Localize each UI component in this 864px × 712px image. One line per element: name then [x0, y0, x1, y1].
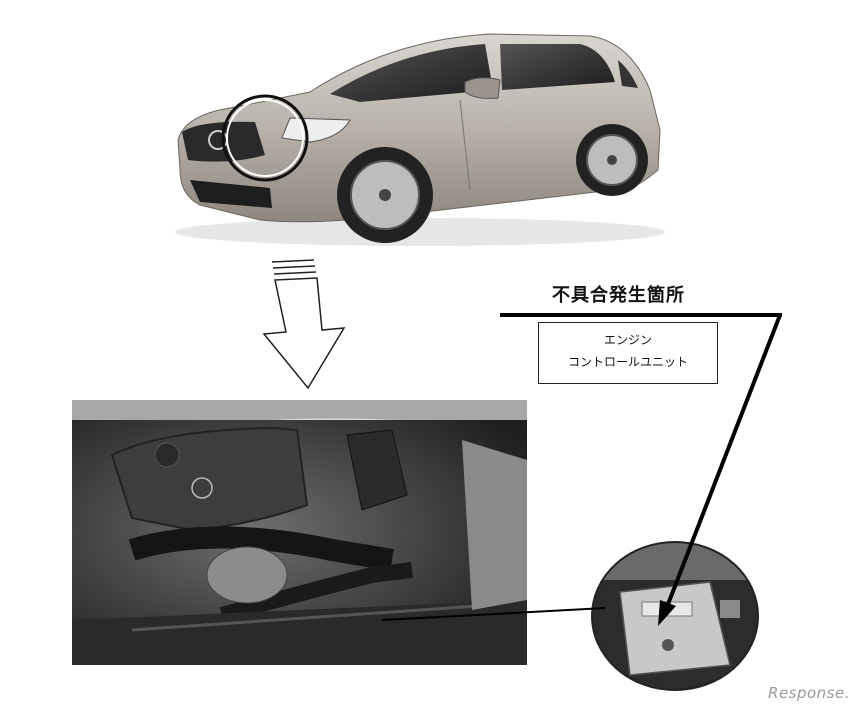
car-illustration	[175, 33, 665, 246]
component-label-box: エンジン コントロールユニット	[538, 322, 718, 384]
down-arrow-icon	[262, 259, 346, 390]
failure-location-heading: 不具合発生箇所	[552, 285, 685, 306]
component-label-line1: エンジン	[603, 333, 652, 347]
response-watermark: Response.	[768, 684, 850, 702]
engine-bay-photo	[72, 400, 527, 665]
ecu-inset-photo	[591, 541, 759, 691]
component-label-line2: コントロールユニット	[567, 355, 688, 369]
